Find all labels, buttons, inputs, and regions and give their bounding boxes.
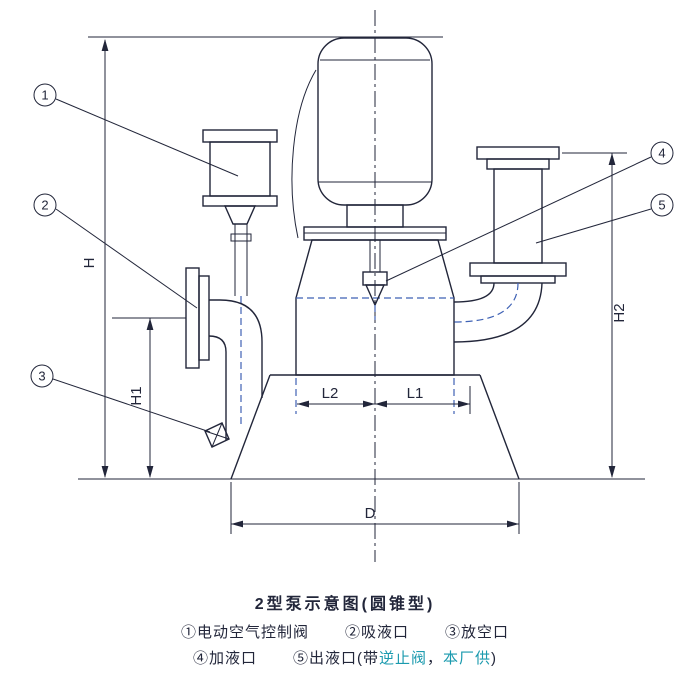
air-valve-taper bbox=[223, 205, 257, 225]
outlet-elbow-inner bbox=[453, 282, 495, 303]
dim-l2-arrow-left bbox=[297, 400, 309, 408]
dimension-H2: H2 bbox=[562, 152, 628, 478]
dim-l1-arrow-right bbox=[458, 400, 470, 408]
dim-label-h2: H2 bbox=[611, 303, 628, 322]
legend-item-2: ②吸液口 bbox=[344, 624, 409, 641]
callout-3-number: 3 bbox=[38, 369, 45, 384]
callout-1-number: 1 bbox=[41, 88, 48, 103]
suction-elbow-inner bbox=[208, 335, 227, 440]
vent-valve-cross-2 bbox=[211, 422, 223, 448]
legend-item-5-prefix: ⑤出液口(带 bbox=[292, 650, 379, 667]
air-valve-cap bbox=[202, 129, 278, 143]
legend-item-1: ①电动空气控制阀 bbox=[180, 624, 309, 641]
air-valve-base bbox=[202, 195, 278, 207]
callout-5: 5 bbox=[650, 193, 674, 217]
outlet-body bbox=[493, 168, 543, 264]
leader-line-2 bbox=[55, 208, 198, 309]
legend-item-5-accent-2: 本厂供 bbox=[443, 650, 492, 667]
callout-4: 4 bbox=[650, 141, 674, 165]
suction-flange-inner bbox=[198, 275, 210, 361]
dimension-D: D bbox=[230, 482, 520, 534]
callout-3-circle bbox=[30, 364, 54, 388]
dim-label-l1: L1 bbox=[407, 385, 424, 402]
dimension-L1: L1 bbox=[375, 385, 471, 414]
diagram-title: 2型泵示意图(圆锥型) bbox=[254, 596, 436, 613]
dim-h-arrow-bottom bbox=[101, 466, 109, 478]
legend-item-3: ③放空口 bbox=[445, 624, 510, 641]
dim-h2-arrow-bottom bbox=[608, 466, 616, 478]
legend-item-5-separator: ， bbox=[427, 650, 444, 667]
callout-2-number: 2 bbox=[41, 198, 48, 213]
dim-h2-arrow-top bbox=[608, 153, 616, 165]
leader-line-4 bbox=[385, 156, 652, 282]
legend-row-1: ①电动空气控制阀 ②吸液口 ③放空口 bbox=[0, 621, 690, 642]
leader-line-1 bbox=[55, 98, 239, 177]
dim-d-arrow-right bbox=[507, 520, 519, 528]
cone-base bbox=[230, 374, 520, 480]
dim-h-arrow-top bbox=[101, 39, 109, 51]
dim-label-d: D bbox=[365, 505, 376, 522]
callout-2: 2 bbox=[33, 193, 57, 217]
legend-row-2: ④加液口 ⑤出液口(带逆止阀，本厂供) bbox=[0, 647, 690, 668]
callout-1: 1 bbox=[33, 83, 57, 107]
air-valve-collar bbox=[230, 233, 252, 242]
callout-1-circle bbox=[33, 83, 57, 107]
motor-cable bbox=[291, 69, 317, 239]
legend-item-5-suffix: ) bbox=[491, 650, 498, 667]
callout-5-number: 5 bbox=[658, 198, 665, 213]
dimension-L2: L2 bbox=[297, 385, 375, 408]
dim-label-h1: H1 bbox=[128, 386, 145, 405]
outlet-elbow-dashed-axis bbox=[453, 282, 519, 323]
dim-label-l2: L2 bbox=[322, 385, 339, 402]
dim-l2-arrow-right bbox=[363, 400, 375, 408]
callout-4-circle bbox=[650, 141, 674, 165]
leader-line-3 bbox=[52, 378, 211, 433]
center-fitting-nozzle bbox=[364, 284, 386, 307]
outlet-elbow-outer bbox=[453, 282, 543, 343]
outlet-lower-plate bbox=[480, 275, 556, 284]
air-valve-body bbox=[209, 141, 271, 197]
suction-flange-outer bbox=[185, 267, 200, 369]
dim-l1-arrow-left bbox=[375, 400, 387, 408]
dim-label-h: H bbox=[81, 258, 98, 269]
callout-3: 3 bbox=[30, 364, 54, 388]
dim-d-arrow-left bbox=[231, 520, 243, 528]
outlet-top-flange bbox=[476, 146, 560, 160]
leader-line-5 bbox=[535, 208, 652, 244]
callout-4-number: 4 bbox=[658, 146, 665, 161]
dim-h1-arrow-top bbox=[146, 318, 154, 330]
legend-item-4: ④加液口 bbox=[192, 650, 257, 667]
outlet-upper-plate bbox=[486, 158, 550, 170]
dim-h1-arrow-bottom bbox=[146, 466, 154, 478]
legend-item-5-accent-1: 逆止阀 bbox=[378, 650, 427, 667]
legend-item-5: ⑤出液口(带逆止阀，本厂供) bbox=[293, 647, 497, 668]
suction-elbow-outer bbox=[209, 299, 263, 398]
dimension-H: H bbox=[81, 39, 109, 478]
callout-2-circle bbox=[33, 193, 57, 217]
callout-5-circle bbox=[650, 193, 674, 217]
outlet-lower-flange bbox=[469, 262, 567, 277]
dimension-H1: H1 bbox=[128, 318, 154, 478]
